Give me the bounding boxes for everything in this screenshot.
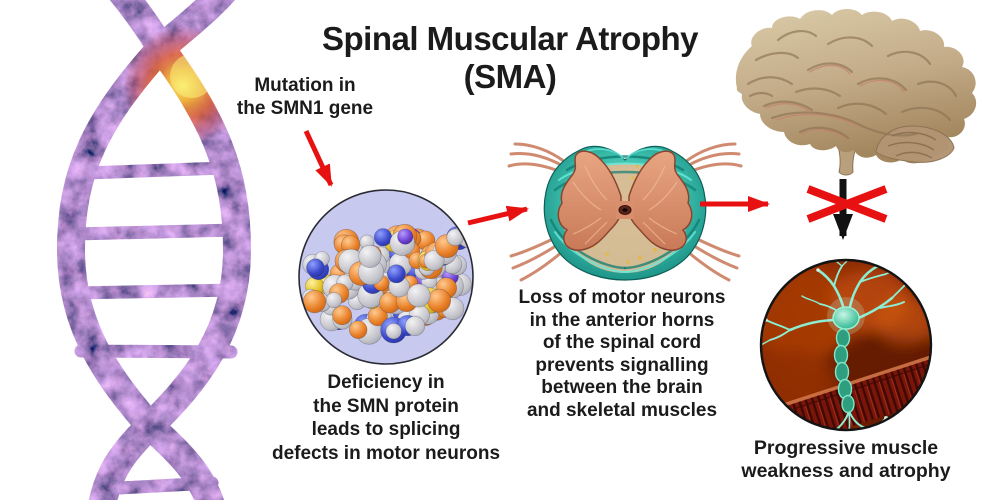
protein-to-cord-arrow-icon [467, 205, 529, 226]
page-title: Spinal Muscular Atrophy (SMA) [270, 20, 750, 96]
protein-sphere [385, 323, 402, 340]
label-line: of the spinal cord [542, 332, 702, 353]
label-line: Deficiency in [327, 372, 445, 393]
protein-sphere [373, 228, 393, 247]
muscle-striation-highlight [927, 363, 931, 401]
protein-sphere [325, 292, 342, 309]
muscle-striation-highlight [878, 379, 891, 417]
spinal-cord-cross-section-illustration [507, 142, 743, 282]
protein-sphere [386, 264, 406, 284]
label-line: in the anterior horns [529, 309, 715, 331]
protein-sphere [349, 320, 368, 339]
neuron-soma [832, 306, 860, 330]
protein-sphere [358, 244, 382, 268]
muscle-striation [803, 397, 821, 430]
label-line: Mutation in [254, 75, 356, 96]
dna-double-helix-illustration [20, 0, 280, 500]
loss-of-motor-neurons-label: Loss of motor neurons in the anterior ho… [468, 287, 776, 422]
muscle-striation-highlight [853, 387, 866, 425]
label-line: Loss of motor neurons [518, 287, 726, 308]
protein-sphere [303, 290, 327, 314]
muscle-striation [834, 387, 851, 430]
muscle-striation [889, 369, 907, 415]
smn-protein-illustration [298, 189, 474, 365]
muscle-striation [853, 381, 870, 427]
label-line: prevents signalling [535, 354, 709, 376]
protein-sphere [397, 228, 414, 245]
mutation-label: Mutation in the SMN1 gene [208, 74, 402, 120]
muscle-striation [877, 373, 894, 419]
protein-sphere [423, 249, 445, 271]
muscle-striation [859, 379, 876, 425]
muscle-striation-highlight [865, 383, 878, 421]
muscle-striation-highlight [940, 360, 951, 396]
label-line: and skeletal muscles [526, 399, 718, 421]
label-line: between the brain [541, 377, 703, 398]
title-line: Spinal Muscular Atrophy [322, 20, 699, 57]
label-line: the SMN protein [313, 395, 459, 417]
muscle-striation [810, 395, 827, 430]
label-line: defects in motor neurons [271, 442, 501, 464]
protein-molecule-spheres [302, 222, 473, 345]
protein-sphere [406, 283, 431, 308]
muscle-striation-highlight [829, 395, 841, 430]
muscle-striation [934, 356, 948, 400]
label-line: Progressive muscle [753, 437, 939, 459]
myelinated-axon [833, 328, 855, 414]
title-line: (SMA) [463, 58, 557, 95]
protein-sphere [332, 305, 353, 326]
blocked-signal-x-icon [806, 185, 888, 223]
muscle-striation-highlight [890, 375, 903, 413]
muscle-striation [816, 393, 833, 430]
muscle-striation [871, 375, 888, 421]
label-line: weakness and atrophy [741, 460, 951, 482]
muscle-striation [883, 371, 901, 417]
mutation-to-protein-arrow-icon [303, 129, 334, 187]
deficiency-label: Deficiency in the SMN protein leads to s… [233, 371, 539, 465]
label-line: the SMN1 gene [236, 98, 374, 119]
protein-sphere [404, 315, 426, 337]
protein-sphere [427, 288, 452, 313]
muscle-striation [865, 377, 882, 423]
muscle-striation [926, 357, 931, 403]
muscle-striation [828, 389, 845, 430]
progressive-weakness-label: Progressive muscle weakness and atrophy [695, 437, 997, 483]
protein-sphere [306, 258, 325, 277]
brain-illustration [735, 9, 977, 176]
protein-sphere [367, 306, 388, 327]
label-line: leads to splicing [311, 419, 461, 440]
muscle-striation-highlight [816, 399, 829, 430]
flow-arrows [303, 129, 888, 240]
